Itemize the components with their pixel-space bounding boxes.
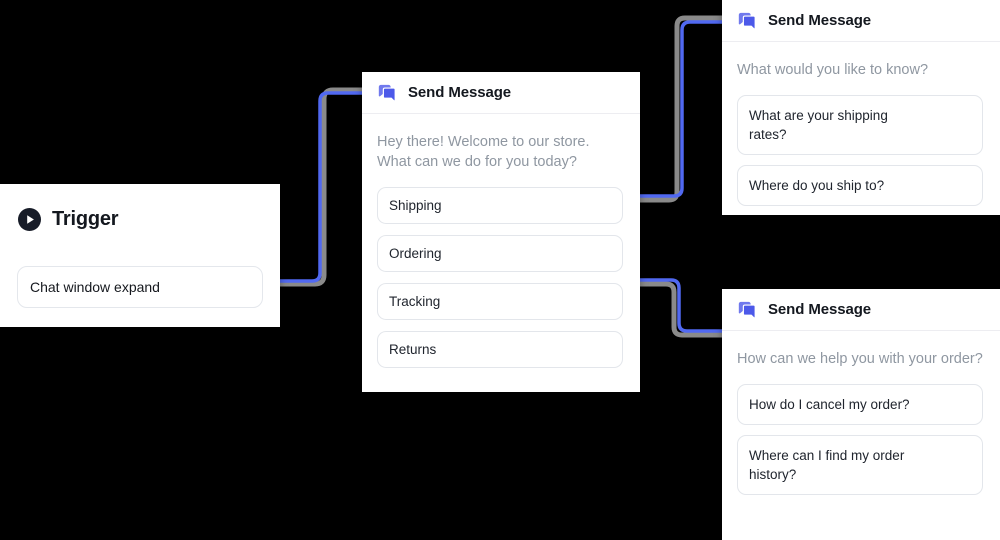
trigger-event-label: Chat window expand — [30, 279, 160, 295]
node-header: Send Message — [362, 72, 640, 114]
quick-reply-button-ordering[interactable]: Ordering — [377, 235, 623, 272]
connector-trigger-to-welcome[interactable] — [280, 87, 364, 287]
node-title: Send Message — [768, 12, 872, 29]
message-text: Hey there! Welcome to our store. What ca… — [377, 134, 590, 170]
send-message-node-welcome[interactable]: Send Message Hey there! Welcome to our s… — [362, 72, 640, 392]
trigger-event-field[interactable]: Chat window expand — [17, 266, 263, 308]
message-text: What would you like to know? — [737, 62, 929, 78]
node-title: Send Message — [408, 84, 512, 101]
connector-shipping-to-shipping-node[interactable] — [640, 15, 724, 203]
quick-reply-button-ship-to[interactable]: Where do you ship to? — [737, 165, 983, 206]
chat-bubbles-icon — [377, 83, 397, 103]
play-circle-icon — [18, 208, 41, 231]
quick-reply-button-returns[interactable]: Returns — [377, 331, 623, 368]
node-header: Send Message — [722, 0, 1000, 42]
quick-reply-button-shipping[interactable]: Shipping — [377, 187, 623, 224]
trigger-node[interactable]: Trigger Chat window expand — [0, 184, 280, 327]
send-message-node-orders[interactable]: Send Message How can we help you with yo… — [722, 289, 1000, 540]
quick-reply-button-shipping-rates[interactable]: What are your shipping rates? — [737, 95, 983, 155]
send-message-node-shipping[interactable]: Send Message What would you like to know… — [722, 0, 1000, 215]
quick-reply-button-cancel-order[interactable]: How do I cancel my order? — [737, 384, 983, 425]
chat-bubbles-icon — [737, 11, 757, 31]
connector-ordering-to-orders-node[interactable] — [640, 278, 724, 338]
quick-reply-button-order-history[interactable]: Where can I find my order history? — [737, 435, 983, 495]
node-header: Send Message — [722, 289, 1000, 331]
trigger-node-header: Trigger — [0, 184, 280, 231]
quick-reply-button-tracking[interactable]: Tracking — [377, 283, 623, 320]
chat-bubbles-icon — [737, 300, 757, 320]
message-text: How can we help you with your order? — [737, 351, 983, 367]
trigger-node-title: Trigger — [52, 208, 119, 230]
node-title: Send Message — [768, 301, 872, 318]
